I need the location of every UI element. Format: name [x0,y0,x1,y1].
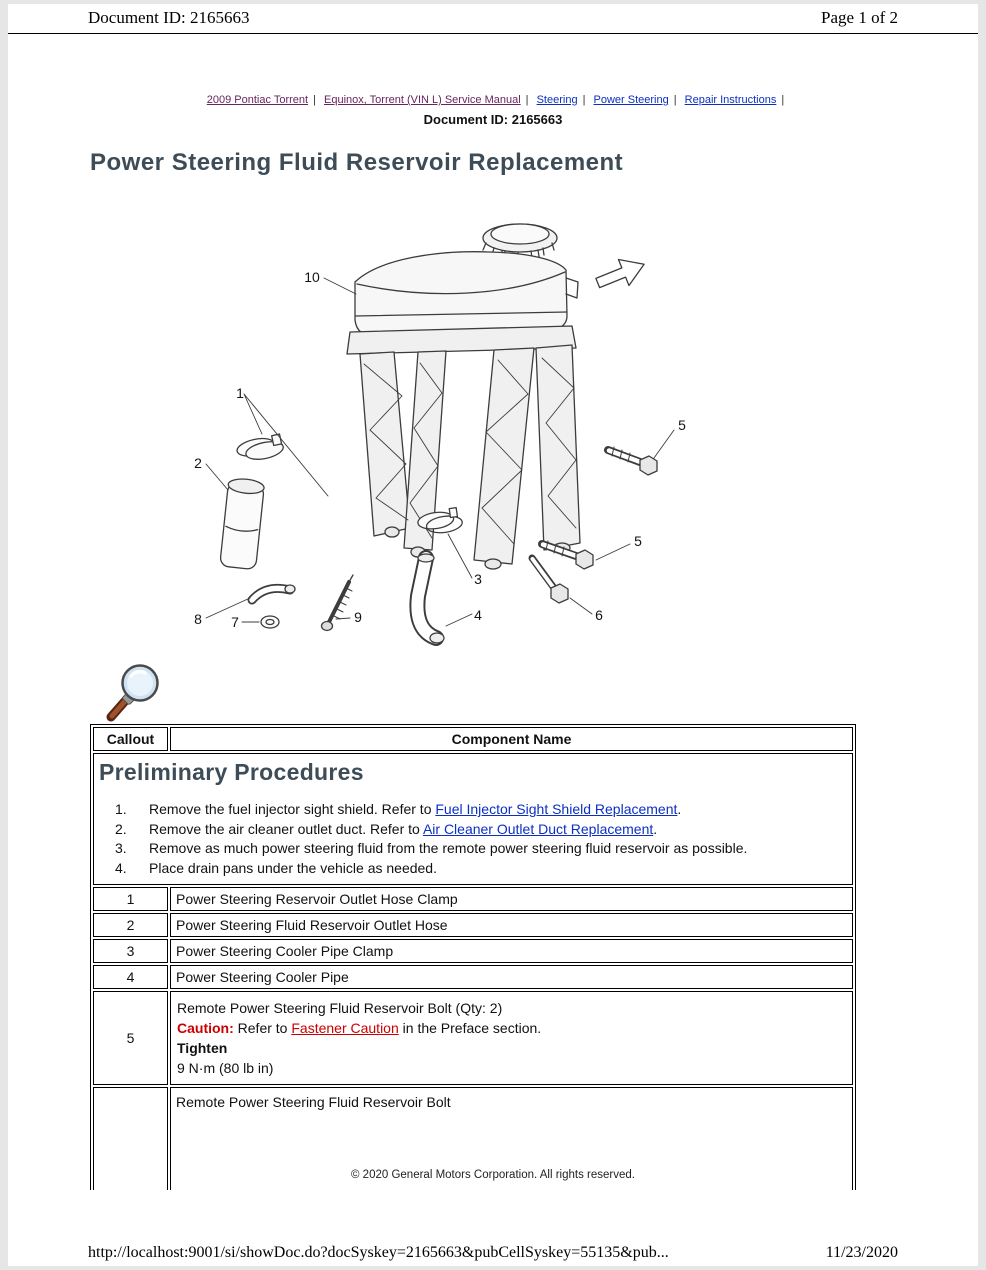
callout-cell: 3 [93,939,168,963]
print-footer: http://localhost:9001/si/showDoc.do?docS… [88,1244,898,1262]
step-text: Remove as much power steering fluid from… [149,840,748,856]
page-title: Power Steering Fluid Reservoir Replaceme… [90,149,624,176]
table-row: 3 Power Steering Cooler Pipe Clamp [93,939,853,963]
caution-text-after: in the Preface section. [398,1020,542,1036]
component-name-cell: Power Steering Cooler Pipe Clamp [170,939,853,963]
callout-cell [93,1087,168,1190]
callout-6-label: 6 [595,607,603,623]
outlet-hose-2 [219,478,265,570]
reservoir-tank [354,251,568,338]
component-table: Callout Component Name Preliminary Proce… [90,724,856,1190]
breadcrumb-link-vehicle[interactable]: 2009 Pontiac Torrent [206,94,309,106]
callout-4-label: 4 [474,607,482,623]
component-table-region: Callout Component Name Preliminary Proce… [90,724,859,1190]
component-name-cell: Remote Power Steering Fluid Reservoir Bo… [170,1087,853,1190]
callout-1-label: 1 [236,385,244,401]
bolt-qty-line: Remote Power Steering Fluid Reservoir Bo… [177,1000,503,1016]
callout-2-label: 2 [194,455,202,471]
preliminary-procedures-heading: Preliminary Procedures [99,759,364,785]
breadcrumb-separator: | [673,94,677,106]
callout-7-label: 7 [231,614,239,630]
print-header-doc-id: Document ID: 2165663 [88,8,250,27]
component-name-cell: Power Steering Cooler Pipe [170,965,853,989]
print-date: 11/23/2020 [825,1244,898,1261]
step-text-after: . [677,801,682,817]
caution-text: Refer to [233,1020,292,1036]
prelim-step-1: 1. Remove the fuel injector sight shield… [97,800,848,820]
breadcrumb-link-repair-instructions[interactable]: Repair Instructions [684,94,777,106]
print-header-page-number: Page 1 of 2 [821,8,898,27]
breadcrumb-separator: | [525,94,529,106]
step-number: 3. [115,840,127,856]
callout-cell: 1 [93,887,168,911]
prelim-step-3: 3. Remove as much power steering fluid f… [97,839,848,859]
reservoir-bracket [346,325,581,565]
breadcrumb-separator: | [313,94,316,106]
source-url: http://localhost:9001/si/showDoc.do?docS… [88,1244,669,1261]
fastener-caution-link[interactable]: Fastener Caution [291,1020,399,1036]
callout-cell: 2 [93,913,168,937]
header-divider [8,33,978,34]
table-row: 1 Power Steering Reservoir Outlet Hose C… [93,887,853,911]
step-number: 1. [115,801,127,817]
table-header-row: Callout Component Name [93,727,853,751]
air-cleaner-outlet-duct-link[interactable]: Air Cleaner Outlet Duct Replacement [422,820,654,837]
breadcrumb-link-power-steering[interactable]: Power Steering [593,94,669,106]
tighten-label: Tighten [177,1040,228,1056]
step-text: Remove the air cleaner outlet duct. Refe… [149,820,423,837]
callout-cell: 5 [93,991,168,1085]
prelim-step-4: 4. Place drain pans under the vehicle as… [97,859,848,879]
page-margin-bottom [0,1266,986,1270]
callout-5-upper-label: 5 [678,417,686,433]
component-name-column-header: Component Name [170,727,853,751]
breadcrumb-separator: | [781,94,785,106]
magnifying-glass-icon[interactable] [104,658,168,724]
torque-spec: 9 N·m (80 lb in) [177,1060,274,1076]
table-row-bolt: 5 Remote Power Steering Fluid Reservoir … [93,991,853,1085]
table-row: 2 Power Steering Fluid Reservoir Outlet … [93,913,853,937]
print-header: Document ID: 2165663 Page 1 of 2 [88,8,898,28]
callout-10-label: 10 [304,269,320,285]
callout-cell: 4 [93,965,168,989]
callout-column-header: Callout [93,727,168,751]
hose-clamp-1 [236,433,284,460]
callout-5-lower-label: 5 [634,533,642,549]
step-text-after: . [653,820,658,837]
table-row: 4 Power Steering Cooler Pipe [93,965,853,989]
step-text: Remove the fuel injector sight shield. R… [149,801,436,817]
step-number: 4. [115,859,127,876]
document-id-line: Document ID: 2165663 [423,112,563,127]
reservoir-exploded-diagram: 10 1 2 8 7 9 3 4 5 5 6 [194,223,686,646]
table-row-partial: Remote Power Steering Fluid Reservoir Bo… [93,1087,853,1190]
callout-8-label: 8 [194,611,202,627]
component-name-cell: Power Steering Reservoir Outlet Hose Cla… [170,887,853,911]
page-margin-right [978,0,986,1270]
caution-line: Caution: Refer to Fastener Caution in th… [177,1018,846,1038]
caution-label: Caution: [177,1020,234,1036]
page-margin-top [0,0,986,4]
preliminary-procedures-row: Preliminary Procedures 1. Remove the fue… [93,753,853,885]
direction-arrow-icon [595,258,645,289]
breadcrumb-link-steering[interactable]: Steering [536,94,578,106]
page-margin-left [0,0,8,1270]
callout-9-label: 9 [354,609,362,625]
breadcrumb: 2009 Pontiac Torrent | Equinox, Torrent (… [8,94,978,106]
step-number: 2. [115,820,127,837]
step-text: Place drain pans under the vehicle as ne… [149,859,437,876]
component-name-cell: Power Steering Fluid Reservoir Outlet Ho… [170,913,853,937]
breadcrumb-link-manual[interactable]: Equinox, Torrent (VIN L) Service Manual [324,94,521,106]
fuel-injector-sight-shield-link[interactable]: Fuel Injector Sight Shield Replacement [435,801,678,817]
pipe-clamp-3 [417,506,463,534]
callout-3-label: 3 [474,571,482,587]
breadcrumb-separator: | [582,94,586,106]
prelim-step-2: 2. Remove the air cleaner outlet duct. R… [97,820,848,840]
copyright-notice: © 2020 General Motors Corporation. All r… [351,1169,635,1181]
